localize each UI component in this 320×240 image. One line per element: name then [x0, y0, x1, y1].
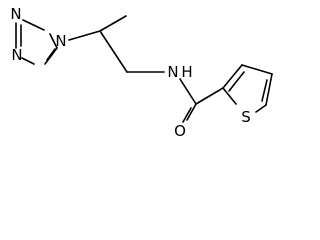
bond: [186, 103, 197, 121]
bond: [265, 73, 273, 106]
atom-o-carbonyl: O: [174, 122, 186, 140]
bond: [222, 87, 237, 105]
bond: [99, 15, 127, 32]
bond: [241, 64, 273, 75]
bond: [44, 47, 58, 65]
atom-n-amide: N: [167, 63, 178, 81]
bond: [22, 19, 45, 31]
bond: [255, 104, 267, 113]
bond: [222, 64, 243, 89]
amide-group: [179, 78, 224, 123]
atom-n-triazole-attach: N: [55, 32, 66, 50]
triazole-ring: [15, 19, 58, 65]
bond: [68, 30, 101, 41]
atom-n-triazole-top: N: [10, 5, 21, 23]
bond: [179, 78, 197, 105]
atom-s-thiophene: S: [241, 108, 251, 126]
bond: [49, 33, 58, 49]
bond: [195, 87, 224, 105]
thiophene-ring: [222, 64, 273, 113]
bond: [182, 107, 192, 123]
bond: [228, 71, 245, 92]
bond: [46, 48, 56, 61]
atom-n-triazole-bottom: N: [11, 46, 22, 64]
atom-h-amide: H: [181, 63, 192, 81]
alkyl-chain: [68, 15, 165, 73]
bond: [21, 57, 35, 65]
bond: [261, 79, 268, 102]
molecule-structure: N N N N H O S: [10, 5, 273, 140]
bond: [99, 30, 128, 73]
